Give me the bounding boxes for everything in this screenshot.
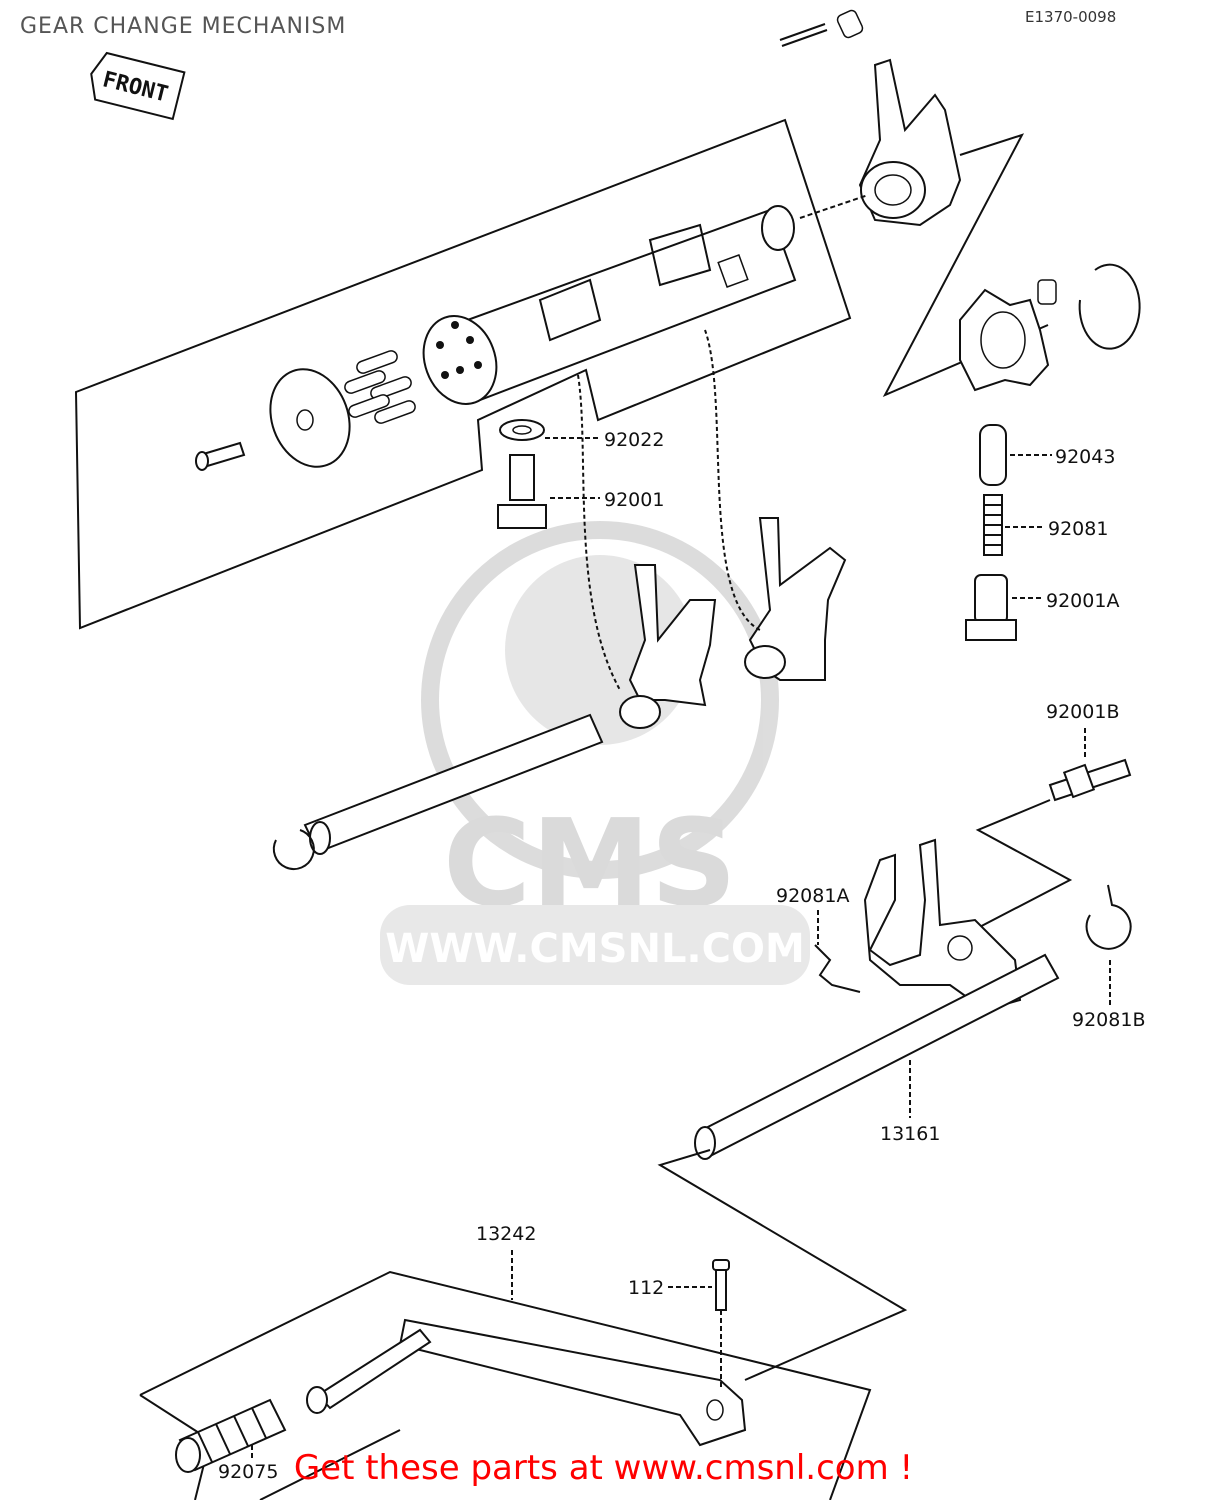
part-92081A-spring [814, 944, 861, 993]
drum-stopper-plate [269, 368, 351, 468]
drum-pins [344, 350, 416, 424]
callout-92075: 92075 [218, 1461, 278, 1483]
shift-fork-top [858, 58, 962, 227]
part-92001A-plug [965, 574, 1017, 641]
callout-92081B: 92081B [1072, 1009, 1145, 1031]
callout-112: 112 [628, 1277, 664, 1299]
shift-shaft-arm [863, 838, 1022, 1012]
part-92081B-spring [1085, 884, 1132, 950]
pin-link-outline [944, 799, 1073, 946]
fork-guide-curves [577, 329, 761, 691]
part-112-bolt [712, 1259, 730, 1390]
cam-pin [1037, 279, 1057, 305]
part-13161-shaft [694, 953, 1060, 1160]
callout-13242: 13242 [476, 1223, 536, 1245]
part-92022-washer [499, 419, 545, 441]
callout-92081: 92081 [1048, 518, 1108, 540]
part-92043-plunger [979, 424, 1007, 486]
callout-13161: 13161 [880, 1123, 940, 1145]
shift-fork-right [744, 517, 847, 681]
shaft-pedal-link [657, 1149, 908, 1381]
fork-shaft [272, 713, 604, 870]
shift-fork-left [619, 564, 717, 729]
callout-92001: 92001 [604, 489, 664, 511]
watermark-url: WWW.CMSNL.COM [385, 926, 805, 972]
promo-banner[interactable]: Get these parts at www.cmsnl.com ! [293, 1448, 914, 1488]
plate-screw [195, 441, 246, 471]
part-92081-spring [983, 494, 1003, 556]
star-cam [959, 288, 1050, 392]
callout-92043: 92043 [1055, 446, 1115, 468]
part-92001B-pin [1048, 758, 1132, 802]
small-pin [779, 9, 864, 47]
shift-drum [422, 205, 797, 405]
callout-92081A: 92081A [776, 885, 849, 907]
callout-92001A: 92001A [1046, 590, 1119, 612]
part-13242-pedal [306, 1318, 747, 1447]
part-92075-rubber [175, 1398, 287, 1473]
cms-watermark: CMS WWW.CMSNL.COM [380, 521, 810, 985]
callout-92022: 92022 [604, 429, 664, 451]
diagram-code: E1370-0098 [1025, 8, 1117, 26]
front-arrow-tag: FRONT [90, 51, 186, 121]
page-title: GEAR CHANGE MECHANISM [20, 14, 347, 39]
circlip [1078, 263, 1141, 350]
part-92001-bolt [497, 454, 547, 529]
drum-group-outline [74, 118, 852, 630]
callout-92001B: 92001B [1046, 701, 1119, 723]
